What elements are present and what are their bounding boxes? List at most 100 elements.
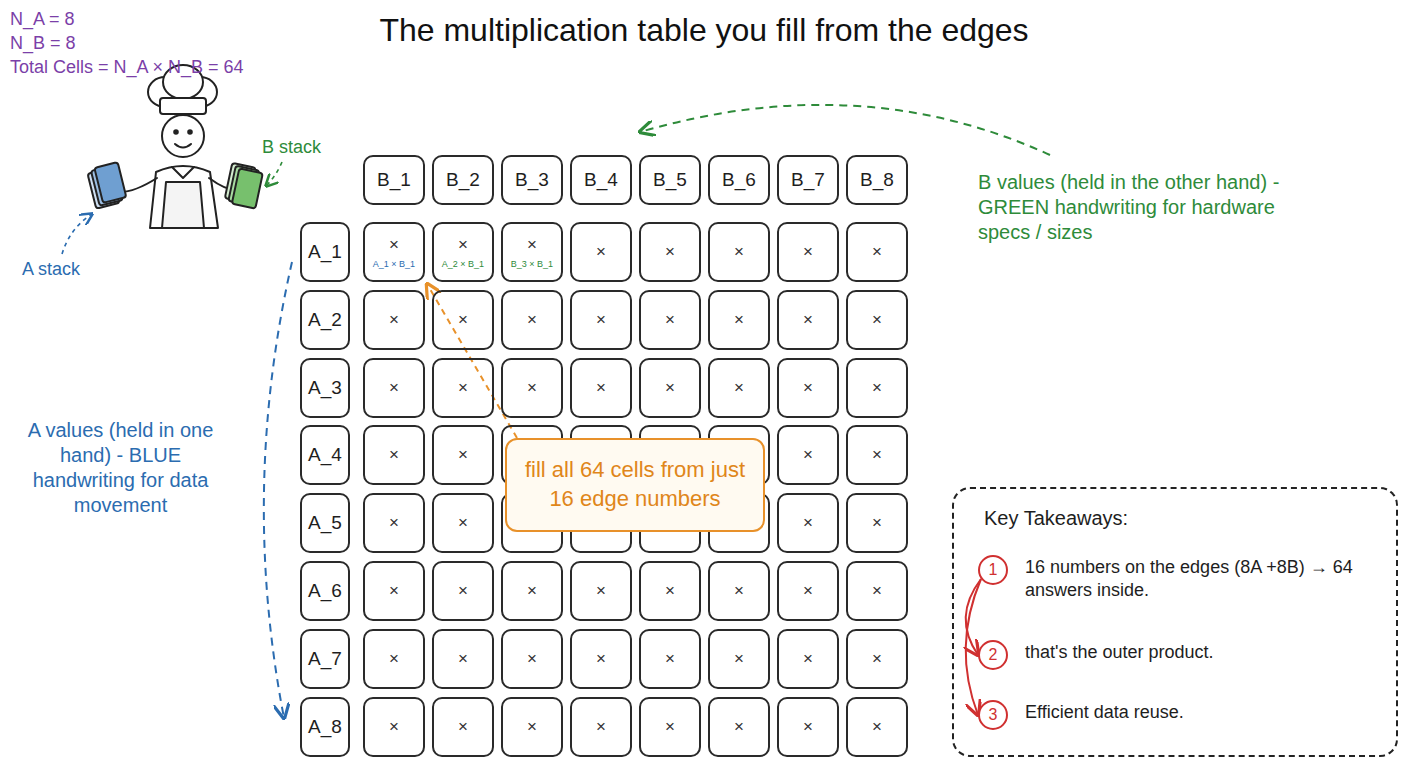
multiply-sign: × [872,649,882,669]
product-cell: × [639,290,701,350]
header-label: B_4 [584,169,618,191]
multiply-sign: × [527,235,537,255]
number-text: 3 [989,706,998,724]
diagram-title: The multiplication table you fill from t… [0,10,1408,50]
callout-box: fill all 64 cells from just 16 edge numb… [505,438,765,532]
multiply-sign: × [803,581,813,601]
product-cell: × [639,222,701,282]
multiply-sign: × [803,378,813,398]
header-label: B_1 [377,169,411,191]
header-label: B_3 [515,169,549,191]
connector-arrow [966,579,981,655]
header-label: A_7 [308,648,342,670]
header-label: A_4 [308,444,342,466]
product-cell: × [846,358,908,418]
multiply-sign: × [872,445,882,465]
multiply-sign: × [803,310,813,330]
product-note: B_3 × B_1 [511,259,553,269]
product-cell: × [777,629,839,689]
row-header: A_7 [300,629,350,689]
product-cell: ×A_1 × B_1 [363,222,425,282]
header-label: B_2 [446,169,480,191]
product-cell: × [501,290,563,350]
column-header: B_6 [708,155,770,205]
header-label: A_6 [308,580,342,602]
product-cell: × [777,697,839,757]
size-note: Total Cells = N_A × N_B = 64 [10,56,244,79]
product-note: A_2 × B_1 [442,259,484,269]
product-cell: × [708,290,770,350]
callout-number: 2 [978,640,1008,670]
multiply-sign: × [596,717,606,737]
product-cell: × B_3 × B_1 [501,222,563,282]
multiply-sign: × [665,649,675,669]
multiply-sign: × [527,717,537,737]
connector-arrow [427,284,517,438]
multiply-sign: × [389,445,399,465]
row-header: A_1 [300,222,350,282]
a-values-arrow [264,262,292,718]
multiply-sign: × [872,581,882,601]
header-label: A_1 [308,241,342,263]
product-cell: × [432,425,494,485]
size-note: N_A = 8 [10,8,75,31]
product-cell: × [363,629,425,689]
multiply-sign: × [665,717,675,737]
product-cell: × [846,290,908,350]
multiply-sign: × [458,581,468,601]
multiply-sign: × [734,310,744,330]
header-label: B_5 [653,169,687,191]
multiply-sign: × [734,649,744,669]
multiply-sign: × [872,310,882,330]
product-cell: × [777,290,839,350]
product-cell: × [432,358,494,418]
product-cell: × [570,222,632,282]
multiply-sign: × [665,310,675,330]
multiply-sign: × [803,445,813,465]
product-cell: × [363,358,425,418]
multiply-sign: × [527,649,537,669]
b-values-note: B values (held in the other hand) - GREE… [978,170,1328,245]
multiply-sign: × [803,513,813,533]
header-label: A_5 [308,512,342,534]
multiply-sign: × [458,717,468,737]
multiply-sign: × [389,235,399,255]
multiply-sign: × [803,242,813,262]
header-label: A_8 [308,716,342,738]
stack-label: B stack [262,136,321,159]
b-stack-leader [266,162,282,186]
size-note: N_B = 8 [10,32,76,55]
column-header: B_1 [363,155,425,205]
multiply-sign: × [734,242,744,262]
product-cell: × [777,493,839,553]
column-header: B_2 [432,155,494,205]
multiply-sign: × [665,378,675,398]
product-cell: × [432,290,494,350]
b-values-arrow [640,105,1050,155]
connector-arrow [966,579,981,715]
product-cell: × [639,358,701,418]
multiply-sign: × [389,310,399,330]
product-cell: × [570,629,632,689]
header-label: B_7 [791,169,825,191]
multiply-sign: × [389,717,399,737]
takeaway-text: Efficient data reuse. [1025,701,1355,724]
product-cell: × [570,358,632,418]
product-cell: × [777,561,839,621]
multiply-sign: × [458,378,468,398]
stack-label: A stack [22,258,80,281]
header-label: A_3 [308,377,342,399]
column-header: B_7 [777,155,839,205]
product-cell: × [432,493,494,553]
multiply-sign: × [872,717,882,737]
row-header: A_5 [300,493,350,553]
multiply-sign: × [596,649,606,669]
a-stack-leader [62,214,92,254]
product-cell: × [501,358,563,418]
product-cell: × [708,222,770,282]
product-cell: × [432,561,494,621]
takeaway-text: that's the outer product. [1025,641,1355,664]
product-cell: × [501,697,563,757]
multiply-sign: × [458,310,468,330]
multiply-sign: × [458,513,468,533]
